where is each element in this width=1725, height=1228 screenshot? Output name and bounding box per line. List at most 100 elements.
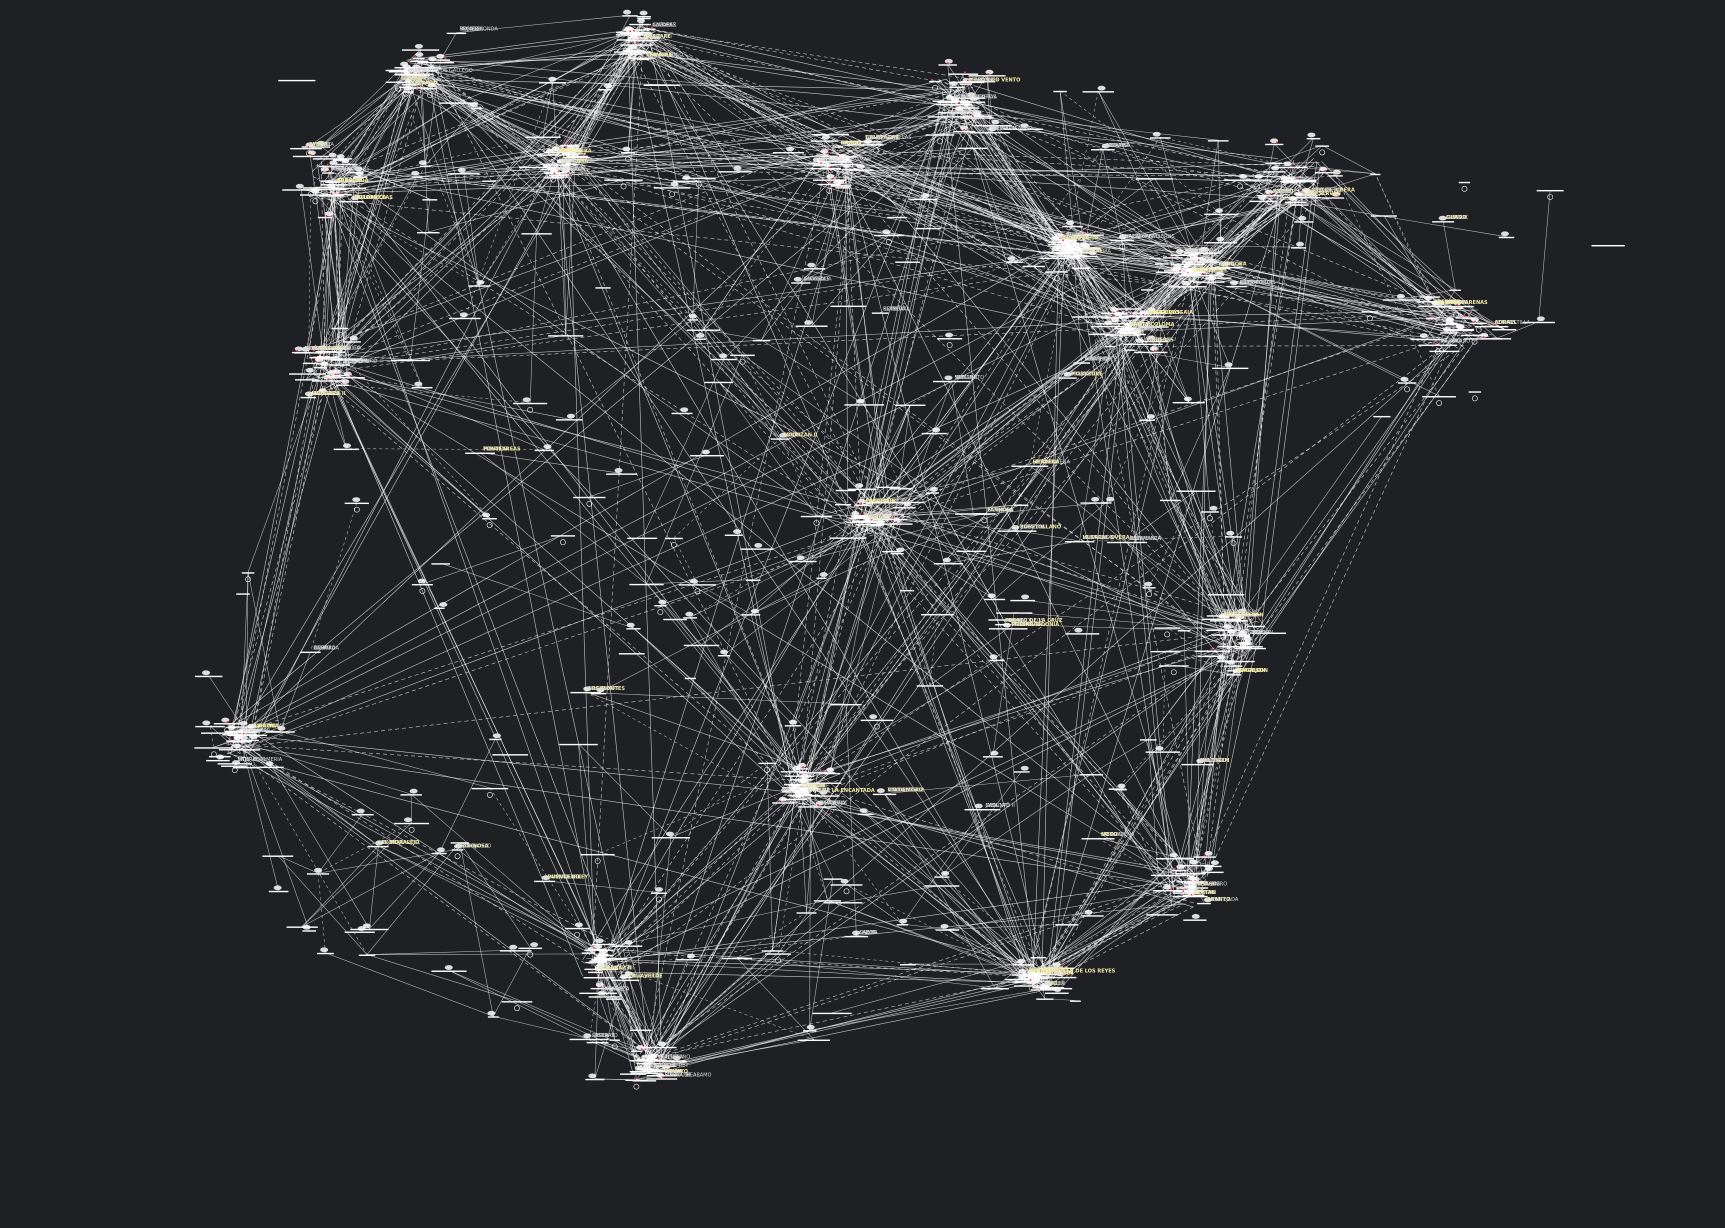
transmission-line [225,743,1195,889]
transmission-line [941,876,1063,978]
transformer-symbol [1187,881,1196,887]
substation-label: ESCALONA [865,135,893,141]
busbar [300,651,321,654]
busbar [336,163,358,166]
busbar [1173,892,1198,894]
busbar [1373,415,1391,418]
busbar [621,152,636,154]
substation-label: EL GRADO [409,81,438,87]
transmission-line [463,173,480,286]
busbar [431,59,451,61]
generator-symbol [336,331,343,338]
busbar [637,17,651,20]
transmission-line [1538,189,1551,322]
substation-label: MONZON [993,126,1016,132]
transmission-line [557,160,1070,250]
transmission-line [660,604,802,780]
busbar [518,166,554,169]
transmission-line [529,233,537,403]
transmission-line [1051,323,1129,979]
transmission-line [602,516,866,959]
transmission-line [325,952,494,1017]
transmission-line [1187,269,1241,639]
busbar [611,979,640,982]
substation-label: CASTELLON [556,167,586,173]
busbar [1012,981,1040,983]
busbar [807,782,842,784]
substation-label: TABIELLA [1043,970,1068,976]
busbar [676,959,700,961]
transmission-line [811,234,890,326]
substation-label: GUILLENA [659,1054,684,1060]
transmission-line [798,351,1456,789]
transmission-line [244,727,615,967]
transmission-line [586,958,1041,975]
transmission-line [440,562,634,629]
transmission-line [1063,256,1471,320]
busbar [1449,289,1462,291]
transmission-line [406,82,1119,323]
transmission-line [549,149,844,166]
transmission-line [833,158,1214,271]
substation-label: VILLAVERDE [628,974,663,980]
substation-label: VALDECARRETAS [954,95,997,101]
busbar [1119,332,1139,335]
transmission-line [322,169,561,194]
busbar [1158,874,1190,877]
transmission-line [493,1016,590,1040]
transmission-line [846,884,903,925]
transmission-line [697,583,752,615]
substation-label: CARTELLE [651,1063,676,1069]
transmission-line [551,169,1196,879]
busbar [916,685,944,687]
substation-label: HUELVA [955,375,975,381]
transmission-line [542,39,646,137]
transmission-line [336,348,490,519]
transformer-symbol [940,923,949,929]
transmission-line [1044,637,1251,982]
substation-label: PESOZ [1185,248,1202,254]
transmission-line [830,100,951,135]
busbar [1047,976,1077,979]
transmission-line [1056,894,1194,968]
transformer-symbol [826,174,835,179]
transmission-line [703,329,762,341]
transmission-line [652,29,826,167]
substation-label: VILLAMECA [355,195,387,201]
transformer-symbol [328,370,337,375]
transmission-line [790,628,1251,784]
transformer-symbol [972,111,981,117]
transmission-line [1117,327,1225,638]
transmission-line [320,358,1193,890]
transformer-symbol [329,160,338,166]
busbar [602,958,628,960]
transformer-symbol [1296,241,1305,247]
transmission-line [1208,194,1309,259]
busbar [649,1069,666,1071]
transmission-line [585,691,803,769]
transmission-line [811,784,1048,974]
busbar [643,28,656,30]
busbar [482,518,498,520]
substation-label: PENAGOS [1224,609,1248,615]
substation-label: PORTODEMOUROS [866,498,913,504]
busbar [948,73,979,75]
transmission-line [418,79,552,172]
transmission-line [841,171,1184,875]
transmission-line [339,374,570,420]
red-marker [1204,854,1206,856]
busbar [1416,301,1441,303]
transmission-line [1478,322,1498,339]
transmission-line [1074,237,1206,886]
busbar [1010,599,1036,602]
transmission-line [803,528,858,797]
transformer-symbol [1126,327,1135,333]
busbar [654,605,667,607]
red-marker [1182,890,1185,893]
transmission-line [422,46,646,72]
transmission-line [1074,252,1127,309]
substation-label: SABIÑANIGO [954,94,986,101]
transmission-line [742,354,934,493]
busbar [325,181,340,184]
